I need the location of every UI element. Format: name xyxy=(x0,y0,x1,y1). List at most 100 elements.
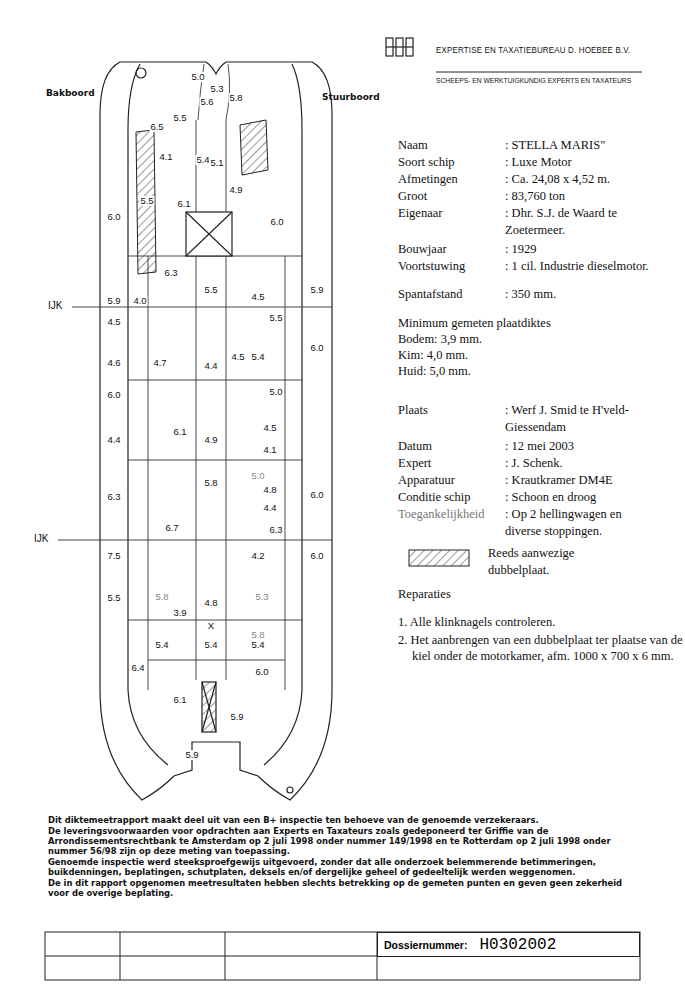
report-field: Bouwjaar xyxy=(398,241,447,258)
thickness-value: 6.1 xyxy=(172,427,187,437)
thickness-value: 5.0 xyxy=(250,471,265,481)
header-rule xyxy=(436,72,642,73)
thickness-value: 5.8 xyxy=(154,592,169,602)
thickness-value: 5.4 xyxy=(250,640,265,650)
disclaimer-note: Dit diktemeetrapport maakt deel uit van … xyxy=(48,815,640,825)
report-field: Huid: 5,0 mm. xyxy=(398,363,471,380)
thickness-value: 4.5 xyxy=(250,292,265,302)
thickness-value: 4.2 xyxy=(250,551,265,561)
report-field: Spantafstand xyxy=(398,286,463,303)
thickness-value: 6.4 xyxy=(130,663,145,673)
thickness-value: 7.5 xyxy=(106,551,121,561)
thickness-value: 4.5 xyxy=(106,317,121,327)
report-field: : 350 mm. xyxy=(505,286,556,303)
thickness-value: 5.0 xyxy=(268,387,283,397)
thickness-value: 4.9 xyxy=(228,185,243,195)
report-field: Bodem: 3,9 mm. xyxy=(398,331,482,348)
thickness-value: 6.1 xyxy=(176,199,191,209)
thickness-value: 6.0 xyxy=(106,212,121,222)
report-field: Reparaties xyxy=(398,586,451,603)
company-name: SCHEEPS- EN WERKTUIGKUNDIG EXPERTS EN TA… xyxy=(436,76,631,85)
thickness-value: 5.4 xyxy=(195,155,210,165)
report-field: 1. Alle klinknagels controleren. xyxy=(398,614,685,630)
thickness-value: 5.6 xyxy=(199,97,214,107)
report-field: Voortstuwing xyxy=(398,258,465,275)
report-field: : Schoon en droog xyxy=(505,489,596,506)
thickness-value: 4.5 xyxy=(230,352,245,362)
hull-outline xyxy=(100,62,332,800)
thickness-value: 4.6 xyxy=(106,358,121,368)
thickness-value: 5.8 xyxy=(228,93,243,103)
thickness-value: 4.9 xyxy=(203,435,218,445)
disclaimer-note: De in dit rapport opgenomen meetresultat… xyxy=(48,878,640,898)
thickness-value: 5.3 xyxy=(254,592,269,602)
report-field: : 1929 xyxy=(505,241,537,258)
report-field: : Luxe Motor xyxy=(505,154,572,171)
thickness-value: 4.1 xyxy=(158,152,173,162)
thickness-value: 5.5 xyxy=(172,113,187,123)
double-plates xyxy=(136,120,268,274)
thickness-value: 6.0 xyxy=(106,390,121,400)
company-name: EXPERTISE EN TAXATIEBUREAU D. HOEBEE B.V… xyxy=(436,44,630,55)
thickness-value: 6.5 xyxy=(149,122,164,132)
thickness-value: 5.9 xyxy=(106,296,121,306)
thickness-value: 6.3 xyxy=(268,525,283,535)
thickness-value: 5.5 xyxy=(268,313,283,323)
thickness-value: 6.0 xyxy=(269,217,284,227)
thickness-value: 5.8 xyxy=(250,630,265,640)
thickness-value: 6.3 xyxy=(106,492,121,502)
thickness-value: 6.3 xyxy=(163,268,178,278)
thickness-value: 5.8 xyxy=(203,478,218,488)
report-field: : 83,760 ton xyxy=(505,188,565,205)
thickness-value: 6.1 xyxy=(172,695,187,705)
thickness-value: 5.9 xyxy=(309,285,324,295)
thickness-value: X xyxy=(207,621,215,631)
report-field: : Krautkramer DM4E xyxy=(505,472,613,489)
thickness-value: 5.5 xyxy=(203,285,218,295)
disclaimer-note: De leveringsvoorwaarden voor opdrachten … xyxy=(48,826,640,856)
report-field: : Op 2 hellingwagen en diverse stoppinge… xyxy=(505,506,655,540)
report-field: Toegankelijkheid xyxy=(398,506,485,523)
field-label: Dossiernummer: xyxy=(384,939,467,951)
report-field: Plaats xyxy=(398,402,428,419)
side-name: Bakboord xyxy=(46,88,95,98)
gauge-mark: IJK xyxy=(48,300,62,311)
thickness-value: 6.0 xyxy=(309,490,324,500)
thickness-value: 5.3 xyxy=(209,84,224,94)
thickness-value: 5.5 xyxy=(139,196,154,206)
report-field: : Dhr. S.J. de Waard te Zoetermeer. xyxy=(505,205,655,239)
hatch-swatch xyxy=(408,549,470,567)
engine-hatch xyxy=(186,212,232,732)
gauge-mark: IJK xyxy=(34,533,48,544)
report-field: Afmetingen xyxy=(398,171,458,188)
thickness-value: 4.0 xyxy=(132,296,147,306)
thickness-value: 4.8 xyxy=(262,485,277,495)
company-logo xyxy=(386,38,413,56)
thickness-value: 5.0 xyxy=(190,72,205,82)
thickness-value: 6.0 xyxy=(309,551,324,561)
thickness-value: 5.9 xyxy=(184,750,199,760)
report-field: Conditie schip xyxy=(398,489,471,506)
legend-text: Reeds aanwezige dubbelplaat. xyxy=(488,545,638,579)
report-field: : 12 mei 2003 xyxy=(505,438,574,455)
thickness-value: 4.4 xyxy=(203,361,218,371)
report-field: Kim: 4,0 mm. xyxy=(398,347,468,364)
thickness-value: 4.4 xyxy=(106,435,121,445)
disclaimer-note: Genoemde inspectie werd steeksproefgewij… xyxy=(48,857,640,877)
frame-lines xyxy=(58,120,332,690)
report-field: : 1 cil. Industrie dieselmotor. xyxy=(505,258,649,275)
side-name: Stuurboord xyxy=(322,92,380,102)
thickness-value: 4.8 xyxy=(203,598,218,608)
report-field: 2. Het aanbrengen van een dubbelplaat te… xyxy=(398,632,685,664)
report-field: Groot xyxy=(398,188,427,205)
report-field: : STELLA MARIS" xyxy=(505,137,605,154)
report-field: Naam xyxy=(398,137,428,154)
thickness-value: 5.4 xyxy=(154,640,169,650)
thickness-value: 5.5 xyxy=(106,593,121,603)
report-field: Minimum gemeten plaatdiktes xyxy=(398,315,551,332)
thickness-value: 5.4 xyxy=(203,640,218,650)
thickness-value: 4.1 xyxy=(262,445,277,455)
thickness-value: 5.1 xyxy=(209,158,224,168)
report-field: Datum xyxy=(398,438,432,455)
thickness-value: 4.7 xyxy=(152,358,167,368)
